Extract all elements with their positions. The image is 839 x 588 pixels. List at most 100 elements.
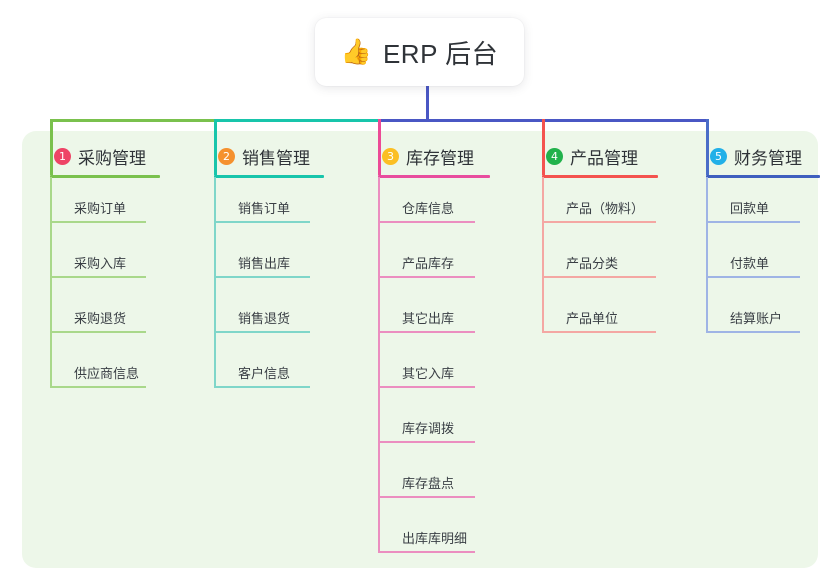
column-header-underline [378,175,490,178]
column-header-underline [50,175,160,178]
leaf-item-underline [706,331,800,333]
leaf-item-label: 客户信息 [238,366,291,381]
root-node-card[interactable]: 👍 ERP 后台 [315,18,524,86]
column-header-4[interactable]: 4 产品管理 [528,144,638,168]
leaf-item[interactable]: 产品（物料） [542,189,656,223]
leaf-item-label: 采购退货 [74,311,127,326]
root-node-title: ERP 后台 [382,38,499,69]
column-header-underline [706,175,820,178]
leaf-item-label: 供应商信息 [74,366,140,381]
column-title: 库存管理 [406,148,474,168]
leaf-item-underline [706,276,800,278]
leaf-item[interactable]: 客户信息 [214,354,310,388]
column-header-5[interactable]: 5 财务管理 [692,144,802,168]
leaf-item[interactable]: 采购订单 [50,189,146,223]
leaf-item-label: 产品（物料） [566,201,645,216]
column-header-underline [542,175,658,178]
leaf-item-underline [50,386,146,388]
column-3: 3 库存管理仓库信息产品库存其它出库其它入库库存调拨库存盘点出库库明细 [364,144,490,553]
column-spine [542,177,544,332]
leaf-item-underline [378,551,475,553]
leaf-item-label: 产品库存 [402,256,455,271]
bus-segment-1 [50,119,216,122]
leaf-item[interactable]: 采购退货 [50,299,146,333]
drop-line-column-2 [214,119,217,175]
leaf-item[interactable]: 库存盘点 [378,464,475,498]
column-spine [378,177,380,552]
column-spine [50,177,52,387]
leaf-item-underline [706,221,800,223]
leaf-item[interactable]: 销售退货 [214,299,310,333]
leaf-item[interactable]: 结算账户 [706,299,800,333]
column-title: 财务管理 [734,148,802,168]
leaf-item[interactable]: 产品库存 [378,244,475,278]
leaf-item-label: 库存盘点 [402,476,455,491]
leaf-item-underline [214,331,310,333]
drop-line-column-3 [378,119,381,175]
leaf-item-label: 采购订单 [74,201,127,216]
leaf-item-underline [50,276,146,278]
bus-segment-2 [214,119,380,122]
leaf-item-label: 其它入库 [402,366,455,381]
number-badge-icon: 3 [382,147,399,165]
leaf-item-underline [214,221,310,223]
column-header-3[interactable]: 3 库存管理 [364,144,474,168]
column-header-underline [214,175,324,178]
leaf-item[interactable]: 产品单位 [542,299,656,333]
leaf-item[interactable]: 其它入库 [378,354,475,388]
drop-line-column-4 [542,119,545,175]
number-badge-icon: 5 [710,147,727,165]
leaf-item[interactable]: 供应商信息 [50,354,146,388]
column-1: 1 采购管理采购订单采购入库采购退货供应商信息 [36,144,160,388]
diagram-panel [22,131,818,568]
leaf-item-label: 付款单 [730,256,770,271]
leaf-item[interactable]: 销售出库 [214,244,310,278]
leaf-item-label: 产品单位 [566,311,619,326]
root-trunk-line [426,86,429,122]
number-badge-icon: 2 [218,147,235,165]
leaf-item-label: 仓库信息 [402,201,455,216]
drop-line-column-5 [706,119,709,175]
leaf-item-underline [542,276,656,278]
leaf-item-label: 库存调拨 [402,421,455,436]
leaf-item-underline [378,331,475,333]
leaf-item-underline [378,221,475,223]
leaf-item-underline [378,276,475,278]
leaf-item-label: 销售退货 [238,311,291,326]
number-badge-icon: 1 [54,147,71,165]
leaf-item[interactable]: 仓库信息 [378,189,475,223]
column-4: 4 产品管理产品（物料） 产品分类产品单位 [528,144,658,333]
leaf-item[interactable]: 销售订单 [214,189,310,223]
leaf-item[interactable]: 其它出库 [378,299,475,333]
leaf-item[interactable]: 采购入库 [50,244,146,278]
column-spine [706,177,708,332]
number-badge-icon: 4 [546,147,563,165]
leaf-item[interactable]: 回款单 [706,189,800,223]
leaf-item-label: 销售出库 [238,256,291,271]
leaf-item-underline [378,496,475,498]
column-title: 采购管理 [78,148,146,168]
leaf-item-label: 其它出库 [402,311,455,326]
leaf-item-underline [378,441,475,443]
column-title: 产品管理 [570,148,638,168]
leaf-item[interactable]: 产品分类 [542,244,656,278]
leaf-item-underline [214,386,310,388]
leaf-item-underline [542,331,656,333]
column-spine [214,177,216,387]
leaf-item-underline [214,276,310,278]
leaf-item[interactable]: 出库库明细 [378,519,475,553]
column-header-1[interactable]: 1 采购管理 [36,144,146,168]
leaf-item-underline [542,221,656,223]
thumbs-up-icon: 👍 [340,37,372,66]
leaf-item-underline [378,386,475,388]
leaf-item[interactable]: 库存调拨 [378,409,475,443]
leaf-item-label: 销售订单 [238,201,291,216]
drop-line-column-1 [50,119,53,175]
leaf-item[interactable]: 付款单 [706,244,800,278]
leaf-item-label: 采购入库 [74,256,127,271]
leaf-item-label: 结算账户 [730,311,783,326]
column-5: 5 财务管理回款单付款单结算账户 [692,144,820,333]
